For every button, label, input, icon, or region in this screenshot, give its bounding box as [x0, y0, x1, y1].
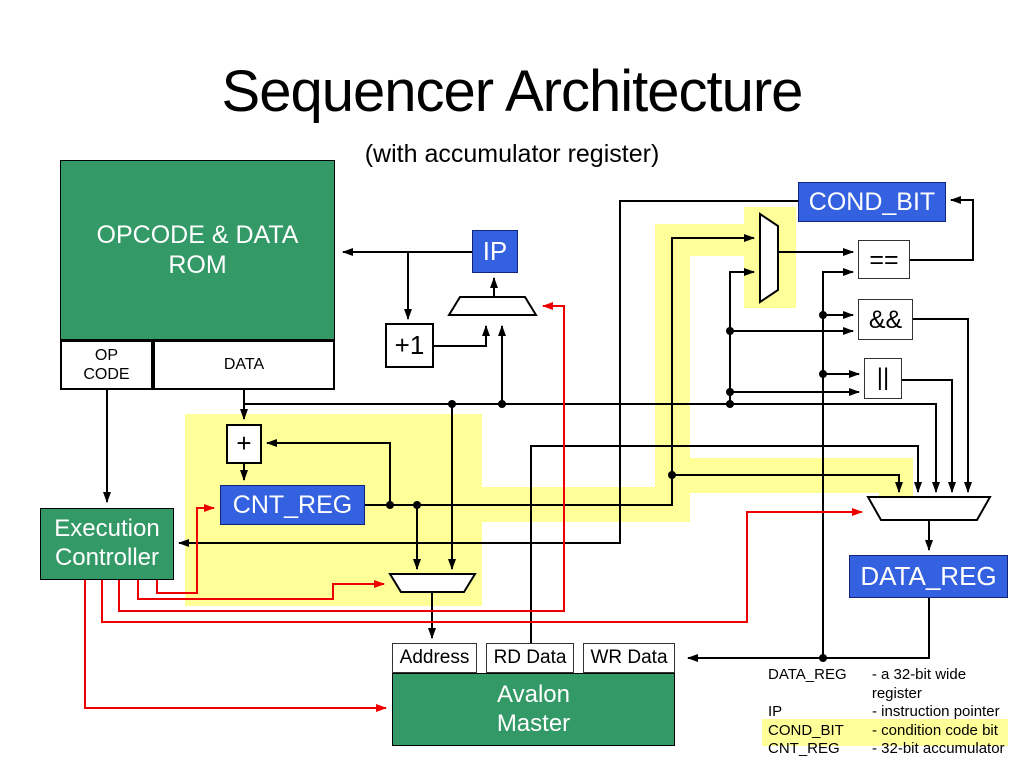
data-reg-mux: [866, 496, 992, 521]
highlight-to-mux-strip: [655, 224, 744, 256]
wr-data-port-block: WR Data: [583, 643, 675, 673]
highlight-legend-cnt-reg: [762, 719, 1008, 746]
legend-def: - instruction pointer: [872, 703, 1000, 720]
legend-term: CNT_REG: [768, 740, 840, 757]
legend-row-cond-bit: COND_BIT - condition code bit: [768, 722, 1020, 741]
legend-row-data-reg: DATA_REG - a 32-bit wide register: [768, 666, 1020, 703]
junction-dots: [386, 311, 827, 662]
mux-shapes: [388, 212, 992, 593]
red-control-wires: [84, 302, 863, 712]
data-field-block: DATA: [153, 340, 335, 390]
black-wires: [103, 196, 974, 662]
legend: DATA_REG - a 32-bit wide register IP - i…: [768, 666, 1020, 759]
rd-data-port-block: RD Data: [486, 643, 574, 673]
page-subtitle: (with accumulator register): [364, 140, 660, 168]
ip-register-block: IP: [472, 230, 518, 273]
legend-term: IP: [768, 703, 783, 720]
plus1-block: +1: [385, 323, 434, 368]
and-gate-block: &&: [858, 299, 913, 340]
ip-mux: [447, 296, 538, 316]
adder-block: +: [226, 424, 262, 464]
avalon-master-block: Avalon Master: [392, 673, 675, 746]
opcode-field-block: OP CODE: [60, 340, 153, 390]
cnt-reg-block: CNT_REG: [220, 485, 365, 525]
legend-term: COND_BIT: [768, 721, 844, 739]
address-mux: [388, 573, 477, 593]
legend-def: - a 32-bit wide register: [871, 666, 967, 702]
execution-controller-block: Execution Controller: [40, 508, 174, 580]
highlight-datamux-drop: [879, 458, 913, 503]
legend-term: DATA_REG: [768, 666, 847, 683]
address-port-block: Address: [392, 643, 477, 673]
cond-operand-mux: [759, 212, 779, 304]
legend-row-cnt-reg: CNT_REG - 32-bit accumulator: [768, 740, 1020, 759]
page-title: Sequencer Architecture: [221, 59, 804, 124]
equals-comparator-block: ==: [858, 240, 910, 279]
legend-row-ip: IP - instruction pointer: [768, 703, 1020, 722]
rom-block: OPCODE & DATA ROM: [60, 160, 335, 340]
cond-bit-register-block: COND_BIT: [798, 182, 946, 222]
data-reg-block: DATA_REG: [849, 555, 1008, 598]
legend-def: - condition code bit: [872, 721, 998, 739]
legend-def: - 32-bit accumulator: [872, 740, 1005, 757]
or-gate-block: ||: [864, 358, 902, 399]
